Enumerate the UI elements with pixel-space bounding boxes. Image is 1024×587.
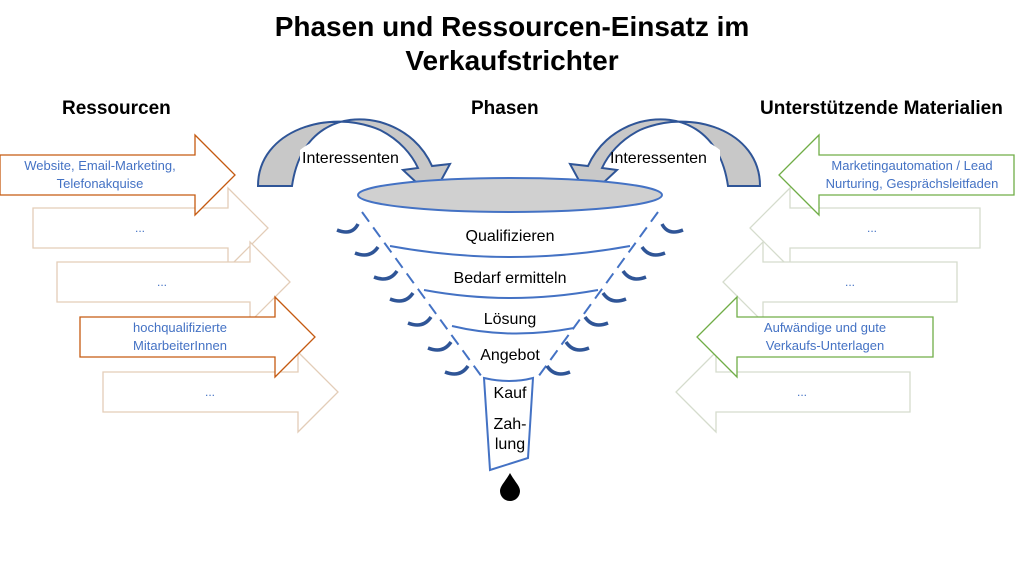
resource-label-1: Website, Email-Marketing,Telefonakquise xyxy=(24,158,176,191)
funnel-top xyxy=(357,177,663,213)
material-arrow-2 xyxy=(749,186,981,270)
band-line-2 xyxy=(423,289,599,299)
resource-arrow-3 xyxy=(56,240,291,324)
resource-label-5: ... xyxy=(204,385,215,399)
funnel-side-right xyxy=(537,211,659,378)
resource-label-3: ... xyxy=(156,275,167,289)
material-arrow-4 xyxy=(696,295,934,379)
resource-arrow-1 xyxy=(0,133,236,217)
phase-loesung: Lösung xyxy=(483,311,537,328)
resource-arrow-4 xyxy=(79,295,316,379)
phase-angebot: Angebot xyxy=(480,347,540,364)
material-label-5: ... xyxy=(796,385,807,399)
material-label-3: ... xyxy=(844,275,855,289)
phase-zahlung-1: Zah- xyxy=(493,416,527,433)
header-resources: Ressourcen xyxy=(62,98,171,119)
phase-kauf: Kauf xyxy=(493,385,527,402)
inflow-label-right: Interessenten xyxy=(610,150,707,167)
material-arrow-1 xyxy=(778,133,1015,217)
band-line-3 xyxy=(451,325,575,335)
phase-zahlung-2: lung xyxy=(494,436,526,453)
inflow-label-left: Interessenten xyxy=(302,150,399,167)
material-arrow-3 xyxy=(722,240,958,324)
header-materials: Unterstützende Materialien xyxy=(760,98,1003,119)
band-line-1 xyxy=(389,245,631,258)
resource-label-2: ... xyxy=(134,221,145,235)
phase-bedarf-ermitteln: Bedarf ermitteln xyxy=(453,270,567,287)
header-phases: Phasen xyxy=(471,98,539,119)
leak-hooks xyxy=(336,223,684,376)
funnel-side-left xyxy=(361,211,483,378)
resource-arrow-2 xyxy=(32,186,269,270)
funnel-neck xyxy=(482,376,535,472)
phase-qualifizieren: Qualifizieren xyxy=(465,228,555,245)
material-label-2: ... xyxy=(866,221,877,235)
drop-icon xyxy=(500,473,520,501)
